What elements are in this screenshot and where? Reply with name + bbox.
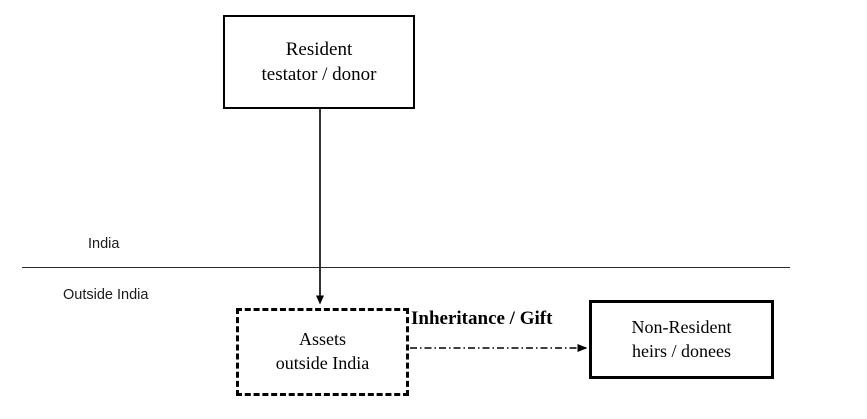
node-heirs-line-2: heirs / donees bbox=[632, 340, 731, 361]
node-non-resident-heirs-donees[interactable]: Non-Resident heirs / donees bbox=[589, 300, 774, 379]
node-resident-testator-donor[interactable]: Resident testator / donor bbox=[223, 15, 415, 109]
india-border-divider-line bbox=[22, 267, 790, 268]
node-resident-line-2: testator / donor bbox=[261, 64, 377, 85]
node-resident-line-1: Resident bbox=[285, 38, 353, 60]
node-heirs-line-1: Non-Resident bbox=[631, 316, 732, 337]
node-assets-line-1: Assets bbox=[298, 329, 346, 350]
edge-label-inheritance-gift: Inheritance / Gift bbox=[411, 308, 553, 329]
node-assets-line-2: outside India bbox=[275, 353, 370, 373]
node-assets-outside-india[interactable]: Assets outside India bbox=[236, 308, 409, 396]
region-label-outside-india: Outside India bbox=[63, 287, 149, 303]
region-label-india: India bbox=[88, 236, 120, 252]
